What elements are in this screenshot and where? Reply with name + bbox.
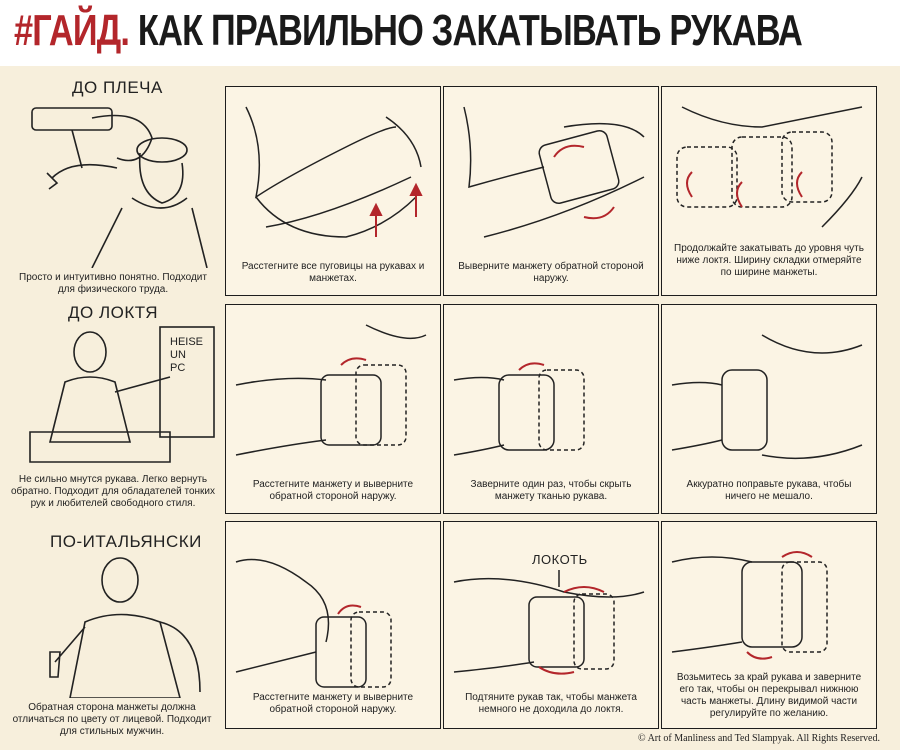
panel-elbow-step-2: Заверните один раз, чтобы скрыть манжету… xyxy=(443,304,659,514)
stylish-man-illustration xyxy=(49,557,201,698)
teacher-illustration: HEISE UN PC xyxy=(20,322,216,470)
elbow-label: ЛОКОТЬ xyxy=(532,552,588,567)
panel-shoulder-step-1: Расстегните все пуговицы на рукавах и ма… xyxy=(225,86,441,296)
step-illustration xyxy=(463,106,645,238)
worker-illustration xyxy=(31,107,208,268)
panel-shoulder-step-2: Выверните манжету обратной стороной нару… xyxy=(443,86,659,296)
step-caption: Выверните манжету обратной стороной нару… xyxy=(458,261,644,284)
step-caption: Подтяните рукав так, чтобы манжета немно… xyxy=(465,692,637,715)
row-title-elbow: ДО ЛОКТЯ xyxy=(68,303,159,322)
row-desc-shoulder: Просто и интуитивно понятно. Подходит дл… xyxy=(19,272,207,295)
row-title-shoulder: ДО ПЛЕЧА xyxy=(72,78,163,97)
step-illustration xyxy=(453,362,585,456)
row-desc-elbow: Не сильно мнутся рукава. Легко вернуть о… xyxy=(10,474,216,509)
step-caption: Продолжайте закатывать до уровня чуть ни… xyxy=(674,243,864,278)
row-desc-italian: Обратная сторона манжеты должна отличать… xyxy=(12,702,212,737)
step-illustration xyxy=(245,106,423,238)
step-caption: Возьмитесь за край рукава и заверните ег… xyxy=(676,672,862,719)
step-illustration xyxy=(671,334,863,460)
panel-italian-step-2: ЛОКОТЬ Подтяните рукав так, чтобы манжет… xyxy=(443,521,659,729)
board-line-2: UN xyxy=(170,349,186,361)
copyright: © Art of Manliness and Ted Slampyak. All… xyxy=(638,733,880,744)
step-caption: Расстегните манжету и выверните обратной… xyxy=(252,479,414,502)
board-line-1: HEISE xyxy=(170,336,204,348)
step-caption: Расстегните все пуговицы на рукавах и ма… xyxy=(241,261,425,284)
board-line-3: PC xyxy=(170,362,186,374)
panel-italian-step-3: Возьмитесь за край рукава и заверните ег… xyxy=(661,521,877,729)
row-title-italian: ПО-ИТАЛЬЯНСКИ xyxy=(50,532,202,551)
step-caption: Расстегните манжету и выверните обратной… xyxy=(252,692,414,715)
step-illustration xyxy=(235,558,392,688)
panel-elbow-step-1: Расстегните манжету и выверните обратной… xyxy=(225,304,441,514)
step-caption: Заверните один раз, чтобы скрыть манжету… xyxy=(470,479,632,502)
panel-shoulder-step-3: Продолжайте закатывать до уровня чуть ни… xyxy=(661,86,877,296)
title-hashtag: #ГАЙД. xyxy=(14,6,130,55)
step-illustration xyxy=(453,570,645,675)
board-text: HEISE UN PC xyxy=(170,336,203,375)
header-bar: #ГАЙД. КАК ПРАВИЛЬНО ЗАКАТЫВАТЬ РУКАВА xyxy=(0,0,900,66)
step-illustration xyxy=(676,106,863,228)
step-caption: Аккуратно поправьте рукава, чтобы ничего… xyxy=(686,479,852,502)
panel-italian-step-1: Расстегните манжету и выверните обратной… xyxy=(225,521,441,729)
step-illustration xyxy=(671,551,828,660)
page-title: #ГАЙД. КАК ПРАВИЛЬНО ЗАКАТЫВАТЬ РУКАВА xyxy=(14,6,803,56)
panel-elbow-step-3: Аккуратно поправьте рукава, чтобы ничего… xyxy=(661,304,877,514)
title-text: КАК ПРАВИЛЬНО ЗАКАТЫВАТЬ РУКАВА xyxy=(137,6,803,55)
step-illustration xyxy=(235,324,427,456)
